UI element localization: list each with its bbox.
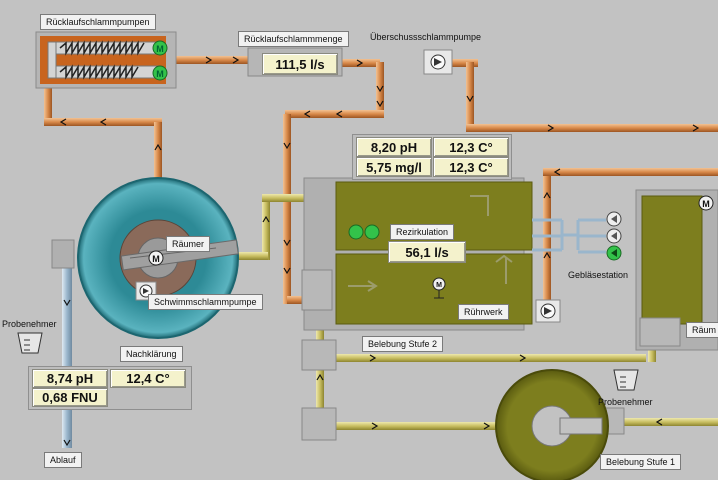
label-ruecklaufschlammpumpen: Rücklaufschlammpumpen — [40, 14, 156, 30]
ph-ablauf-value: 8,74 pH — [32, 369, 108, 388]
blower-icon[interactable] — [606, 245, 622, 261]
blower-icon[interactable] — [606, 228, 622, 244]
pump-icon[interactable] — [535, 299, 561, 323]
sampler-icon[interactable] — [613, 369, 639, 391]
return-sludge-pumps — [35, 31, 177, 89]
temp-belebung-1-value: 12,3 C° — [433, 137, 509, 157]
label-raeumer-right: Räum — [686, 322, 718, 338]
rezirkulation-pump-indicator[interactable] — [348, 224, 380, 240]
blower-icon[interactable] — [606, 211, 622, 227]
label-belebung-stufe-2: Belebung Stufe 2 — [362, 336, 444, 352]
label-belebung-stufe-1: Belebung Stufe 1 — [600, 454, 682, 470]
flow-arrow-icon — [59, 56, 700, 275]
motor-icon[interactable]: M — [152, 40, 168, 56]
svg-text:M: M — [152, 254, 160, 264]
pump-icon[interactable] — [423, 49, 453, 75]
label-raeumer: Räumer — [166, 236, 211, 252]
o2-belebung-value: 5,75 mg/l — [356, 157, 432, 177]
label-ruehrwerk: Rührwerk — [458, 304, 509, 320]
sampler-icon[interactable] — [17, 332, 43, 354]
temp-ablauf-value: 12,4 C° — [110, 369, 186, 388]
svg-text:M: M — [436, 282, 442, 289]
label-probenehmer-bottom: Probenehmer — [598, 397, 653, 407]
aeration-basin-1 — [495, 369, 625, 480]
label-schwimmschlammpumpe: Schwimmschlammpumpe — [148, 294, 263, 310]
ruecklauf-flow-value: 111,5 l/s — [262, 53, 338, 75]
svg-text:M: M — [156, 44, 164, 54]
svg-text:M: M — [702, 199, 710, 209]
label-ablauf: Ablauf — [44, 452, 82, 468]
label-ueberschussschlammpumpe: Überschussschlammpumpe — [370, 32, 482, 42]
blower-station — [532, 218, 606, 254]
turbidity-ablauf-value: 0,68 FNU — [32, 388, 108, 407]
flow-arrow-icon — [262, 215, 663, 430]
right-basin — [635, 189, 718, 351]
label-nachklaerung: Nachklärung — [120, 346, 183, 362]
label-geblaesestation: Gebläsestation — [568, 270, 629, 280]
junction-box — [301, 407, 337, 441]
svg-text:M: M — [156, 69, 164, 79]
motor-icon[interactable]: M — [152, 65, 168, 81]
motor-icon[interactable]: M — [148, 250, 164, 266]
clarifier-tank — [51, 177, 239, 339]
junction-box — [301, 339, 337, 371]
rezirkulation-flow-value: 56,1 l/s — [388, 241, 466, 263]
label-rezirkulation: Rezirkulation — [390, 224, 455, 240]
label-ruecklaufschlammmenge: Rücklaufschlammmenge — [238, 31, 349, 47]
temp-belebung-2-value: 12,3 C° — [433, 157, 509, 177]
agitator-icon[interactable]: M — [432, 277, 446, 299]
motor-icon[interactable]: M — [698, 195, 714, 211]
ph-belebung-value: 8,20 pH — [356, 137, 432, 157]
label-probenehmer-left: Probenehmer — [2, 319, 57, 329]
effluent-pipe — [62, 266, 72, 448]
